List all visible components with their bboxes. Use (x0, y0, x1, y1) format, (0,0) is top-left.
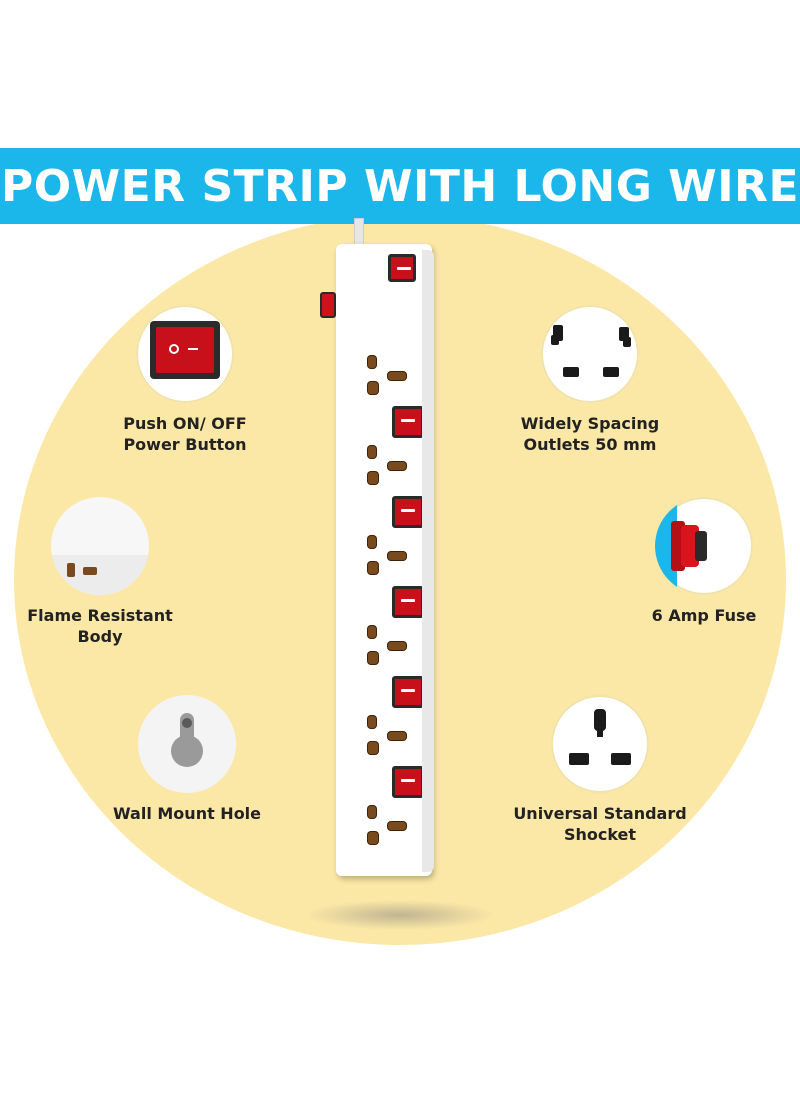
socket-switch-2 (392, 496, 424, 528)
feature-label-wall-mount: Wall Mount Hole (112, 804, 262, 823)
socket-switch-4 (392, 676, 424, 708)
title-banner: POWER STRIP WITH LONG WIRE (0, 148, 800, 224)
strip-side-edge (422, 250, 434, 872)
socket-3 (350, 534, 410, 578)
side-switch (320, 292, 336, 318)
strip-body-icon (51, 497, 149, 595)
feature-label-push-button: Push ON/ OFF Power Button (123, 414, 247, 454)
feature-label-fuse: 6 Amp Fuse (651, 606, 757, 625)
feature-outlets: Widely Spacing Outlets 50 mm (490, 305, 690, 455)
feature-label-flame: Flame Resistant Body (27, 606, 173, 646)
master-switch (388, 254, 416, 282)
keyhole-icon (138, 695, 236, 793)
socket-1 (350, 354, 410, 398)
strip-shadow (305, 900, 495, 930)
rocker-switch-icon (136, 305, 234, 403)
banner-title: POWER STRIP WITH LONG WIRE (1, 160, 799, 212)
socket-4 (350, 624, 410, 668)
feature-label-universal: Universal Standard Shocket (513, 804, 687, 844)
feature-push-button: Push ON/ OFF Power Button (85, 305, 285, 455)
universal-socket-icon (551, 695, 649, 793)
feature-wall-mount: Wall Mount Hole (87, 695, 287, 824)
feature-universal: Universal Standard Shocket (500, 695, 700, 845)
power-strip (336, 244, 432, 876)
socket-5 (350, 714, 410, 758)
socket-6 (350, 804, 410, 848)
socket-switch-3 (392, 586, 424, 618)
outlet-spacing-icon (541, 305, 639, 403)
feature-flame: Flame Resistant Body (0, 497, 200, 647)
socket-2 (350, 444, 410, 488)
fuse-icon (655, 497, 753, 595)
socket-switch-1 (392, 406, 424, 438)
socket-switch-5 (392, 766, 424, 798)
feature-label-outlets: Widely Spacing Outlets 50 mm (520, 414, 660, 454)
feature-fuse: 6 Amp Fuse (604, 497, 800, 626)
